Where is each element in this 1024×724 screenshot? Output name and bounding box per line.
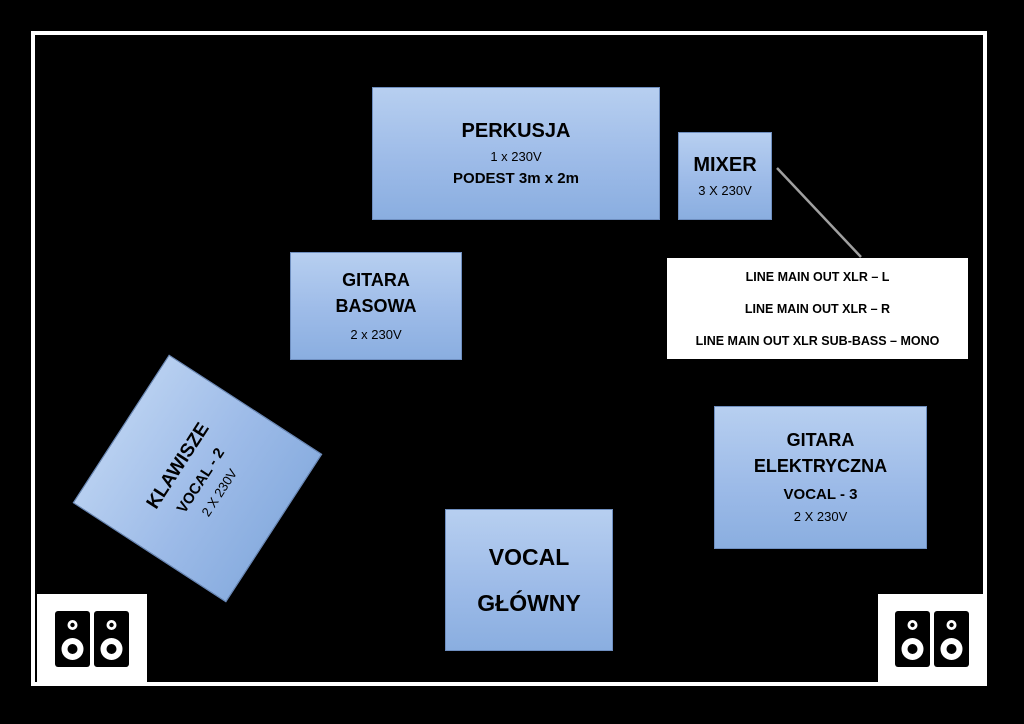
mixer-station[interactable]: MIXER 3 X 230V [678,132,772,220]
mixer-power: 3 X 230V [698,183,752,199]
perkusja-title: PERKUSJA [461,119,571,142]
gitara-basowa-title-2: BASOWA [335,295,417,316]
gitara-basowa-power: 2 x 230V [350,326,402,342]
output-line-sub-bass: LINE MAIN OUT XLR SUB-BASS – MONO [695,333,940,348]
gitara-elektryczna-station[interactable]: GITARA ELEKTRYCZNA VOCAL - 3 2 X 230V [714,406,927,549]
speaker-left [37,594,147,684]
speaker-pair-icon [55,611,129,667]
speaker-right [878,594,986,684]
gitara-basowa-title-1: GITARA [342,269,410,290]
speaker-pair-icon [895,611,969,667]
gitara-elektryczna-title-1: GITARA [786,430,855,450]
gitara-elektryczna-power: 2 X 230V [793,509,848,525]
vocal-glowny-station[interactable]: VOCAL GŁÓWNY [445,509,613,651]
output-line-left: LINE MAIN OUT XLR – L [745,269,890,284]
vocal-glowny-line-1: VOCAL [488,544,570,570]
gitara-elektryczna-vocal: VOCAL - 3 [783,486,858,504]
gitara-elektryczna-title-2: ELEKTRYCZNA [753,456,888,477]
mixer-title: MIXER [693,154,757,177]
gitara-basowa-station[interactable]: GITARA BASOWA 2 x 230V [290,252,462,360]
perkusja-power: 1 x 230V [490,148,542,164]
mixer-outputs-box: LINE MAIN OUT XLR – L LINE MAIN OUT XLR … [667,258,968,359]
output-line-right: LINE MAIN OUT XLR – R [744,301,891,316]
stage-frame [31,31,987,686]
perkusja-stage: PODEST 3m x 2m [453,170,579,188]
perkusja-station[interactable]: PERKUSJA 1 x 230V PODEST 3m x 2m [372,87,660,220]
vocal-glowny-line-2: GŁÓWNY [477,590,581,616]
